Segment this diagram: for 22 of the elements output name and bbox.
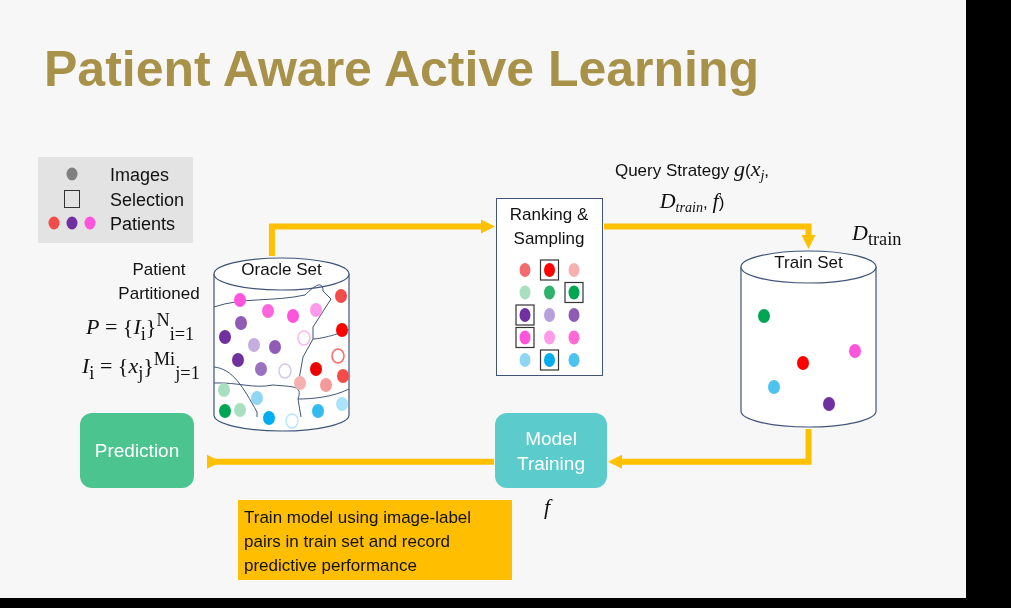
node-label: Train Set [773,253,844,273]
legend-label: Selection [110,190,185,211]
node-label: Model Training [516,426,586,476]
slide-title: Patient Aware Active Learning [44,40,760,98]
database-cylinder [213,257,350,432]
database-cylinder [740,250,877,428]
process-box [80,413,194,488]
note-box: Train model using image-label pairs in train set and record predictive performance [238,500,512,580]
node-label: Oracle Set [240,260,323,280]
edge-label: Query Strategy g(x$_{j}$, D$_{train}$, f) [613,156,771,218]
arrow [608,429,812,469]
node-caption: Patient Partitioned [117,259,201,305]
node-label: Ranking & Sampling [508,204,590,250]
legend-label: Images [110,165,170,186]
legend-label: Patients [110,214,176,235]
math-formula: D$_{train}$ [852,220,902,251]
math-formula: f [544,494,551,520]
arrow [268,219,495,256]
process-box [496,198,603,376]
process-box [495,413,607,488]
arrow [604,223,816,249]
node-label: Prediction [94,439,180,463]
